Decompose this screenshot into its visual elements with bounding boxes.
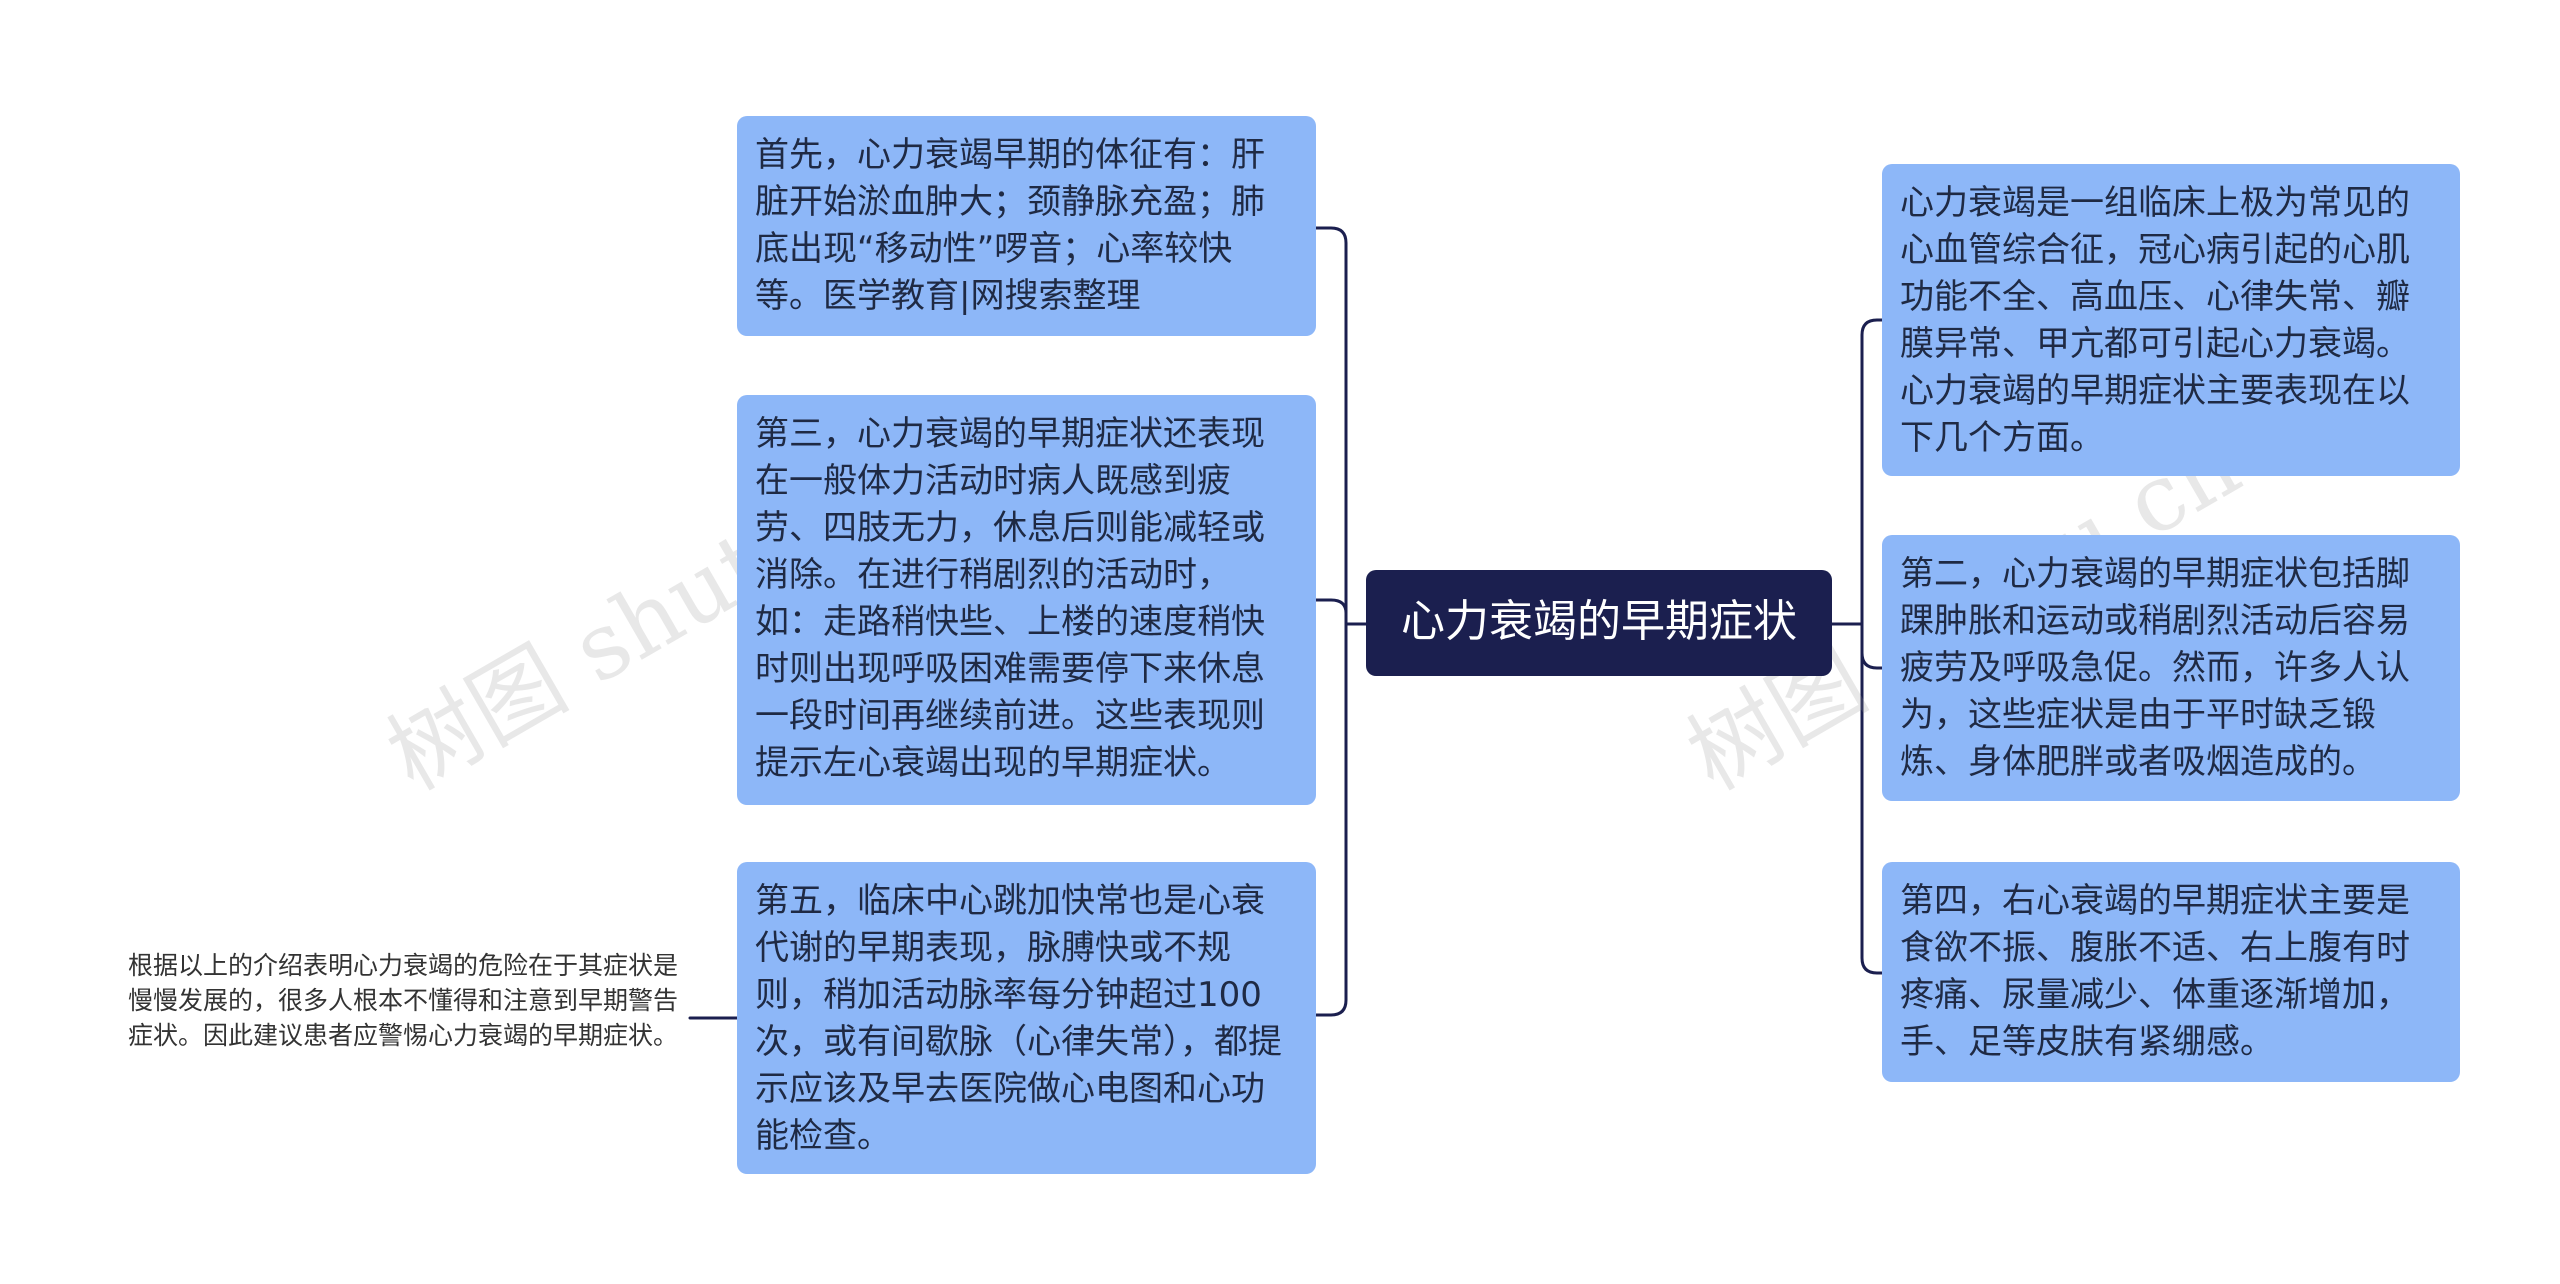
right-node-2[interactable]: 第二，心力衰竭的早期症状包括脚踝肿胀和运动或稍剧烈活动后容易疲劳及呼吸急促。然而…: [1882, 535, 2460, 801]
connector-left-node-2: [1314, 598, 1348, 626]
connector-right-node-3: [1860, 622, 1884, 975]
connector-right-node-2: [1860, 622, 1884, 670]
left-node-2[interactable]: 第三，心力衰竭的早期症状还表现在一般体力活动时病人既感到疲劳、四肢无力，休息后则…: [737, 395, 1316, 805]
connector-left-node-1: [1314, 226, 1348, 626]
connector-left-node-3: [1314, 622, 1348, 1017]
right-node-1[interactable]: 心力衰竭是一组临床上极为常见的心血管综合征，冠心病引起的心肌功能不全、高血压、心…: [1882, 164, 2460, 476]
left-node-3[interactable]: 第五，临床中心跳加快常也是心衰代谢的早期表现，脉膊快或不规则，稍加活动脉率每分钟…: [737, 862, 1316, 1174]
connector-right-node-1: [1860, 318, 1884, 626]
central-topic[interactable]: 心力衰竭的早期症状: [1366, 570, 1832, 676]
right-node-3[interactable]: 第四，右心衰竭的早期症状主要是食欲不振、腹胀不适、右上腹有时疼痛、尿量减少、体重…: [1882, 862, 2460, 1082]
left-node-1[interactable]: 首先，心力衰竭早期的体征有：肝脏开始淤血肿大；颈静脉充盈；肺底出现“移动性”啰音…: [737, 116, 1316, 336]
sub-node-conclusion[interactable]: 根据以上的介绍表明心力衰竭的危险在于其症状是慢慢发展的，很多人根本不懂得和注意到…: [128, 951, 679, 1050]
